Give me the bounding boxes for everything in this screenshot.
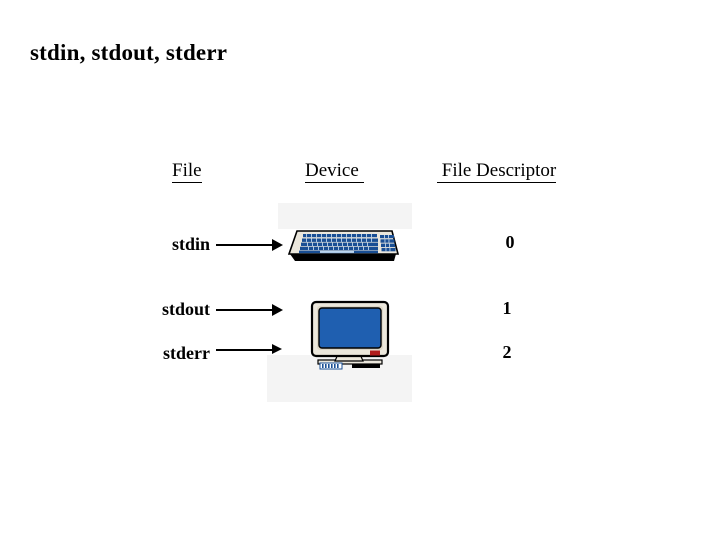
arrow-shaft [216,349,274,351]
arrow-head [272,304,283,316]
file-descriptor-stdin: 0 [505,232,515,252]
column-header-file: File [172,160,202,183]
row-label-stdin: stdin [171,234,210,254]
row-label-stderr: stderr [163,343,210,363]
right-arrow-icon-stdin [216,238,284,252]
row-label-stdout: stdout [161,299,210,319]
page-title: stdin, stdout, stderr [30,40,228,65]
arrow-head [272,239,283,251]
file-descriptor-stderr: 2 [502,342,512,362]
arrow-shaft [216,244,274,246]
image-placeholder-top [278,203,412,229]
monitor-icon [310,300,390,370]
right-arrow-icon-stderr [216,341,284,355]
arrow-shaft [216,309,274,311]
column-header-file-descriptor: File Descriptor [437,160,557,183]
arrow-head [272,344,282,354]
right-arrow-icon-stdout [216,303,284,317]
column-header-device: Device [305,160,364,183]
file-descriptor-stdout: 1 [502,298,512,318]
keyboard-icon [287,230,400,261]
